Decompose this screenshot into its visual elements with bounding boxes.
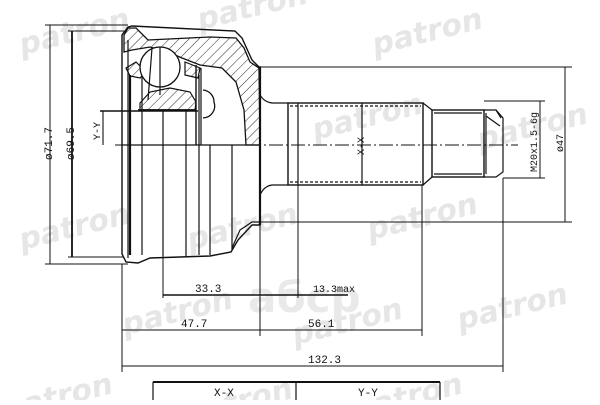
dim-seal-diameter: ø47 — [556, 134, 567, 152]
dimension-lines — [45, 24, 572, 372]
dim-shaft-length: 56.1 — [308, 319, 335, 331]
dim-housing-diameter: ø69.5 — [66, 127, 78, 160]
dim-outer-diameter: ø71.7 — [44, 127, 56, 160]
table-header-y-y: Y-Y — [358, 388, 378, 400]
watermark-patron: patron — [192, 0, 311, 38]
dim-thread: M20x1.5-6g — [530, 112, 541, 172]
spline-table-text: X-X Y-Y 齿数 Z 24 齿数 Z 26 — [156, 388, 378, 405]
watermark-abcp: aбcp — [248, 273, 361, 322]
table-header-x-x: X-X — [214, 388, 234, 400]
watermark-patron: patron — [14, 2, 133, 63]
cv-joint-outline — [121, 25, 504, 264]
watermark-patron: patron — [14, 197, 133, 258]
axis-label-y-y: Y-Y — [93, 122, 104, 140]
dim-overall-length: 132.3 — [308, 355, 341, 367]
dim-inner-depth: 33.3 — [195, 284, 221, 296]
watermark-patron: patron — [0, 367, 116, 400]
watermark-patron: patron — [367, 2, 486, 63]
dim-spline-length: 13.3max — [313, 285, 355, 296]
axis-label-x-x: X-X — [357, 137, 368, 155]
center-lines — [100, 110, 518, 146]
dim-housing-length: 47.7 — [181, 319, 207, 331]
watermark-patron: patron — [182, 197, 301, 258]
watermark-patron: patron — [177, 372, 296, 400]
dimension-labels: ø71.7 ø69.5 Y-Y X-X M20x1.5-6g ø47 33.3 … — [44, 112, 567, 367]
watermark-patron: patron — [452, 277, 571, 338]
